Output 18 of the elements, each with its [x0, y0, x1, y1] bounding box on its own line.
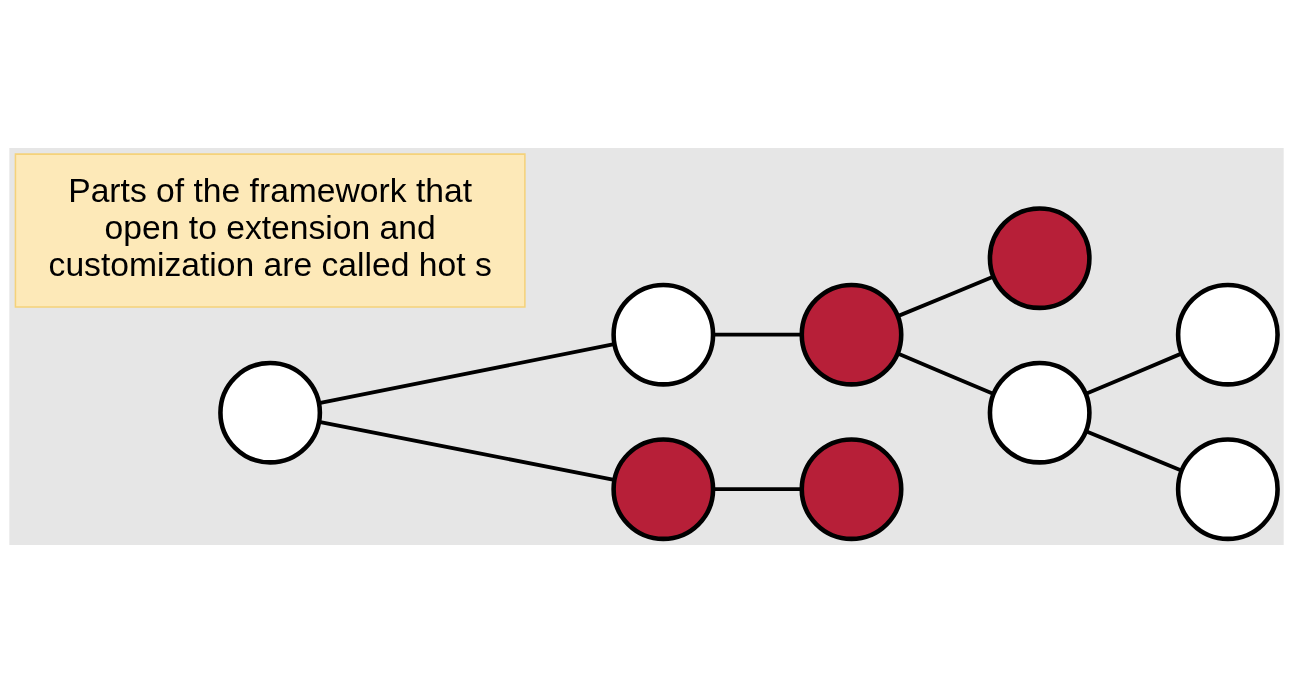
- node-circle: [987, 205, 1092, 310]
- node-circle: [218, 360, 323, 465]
- node-circle: [799, 282, 904, 387]
- node-box: Parts of the framework that open to extension and customization are called hot s: [14, 152, 526, 308]
- connector: [318, 341, 615, 405]
- connector: [897, 351, 994, 395]
- connector: [713, 332, 802, 337]
- node-circle: [611, 282, 716, 387]
- connector: [318, 419, 615, 482]
- connector: [1085, 428, 1182, 472]
- node-circle: [611, 436, 716, 541]
- connector: [1085, 351, 1183, 396]
- connector: [897, 274, 994, 318]
- node-circle: [987, 360, 1092, 465]
- connector: [713, 486, 802, 491]
- node-circle: [1175, 282, 1280, 387]
- node-circle: [1175, 436, 1280, 541]
- node-circle: [799, 436, 904, 541]
